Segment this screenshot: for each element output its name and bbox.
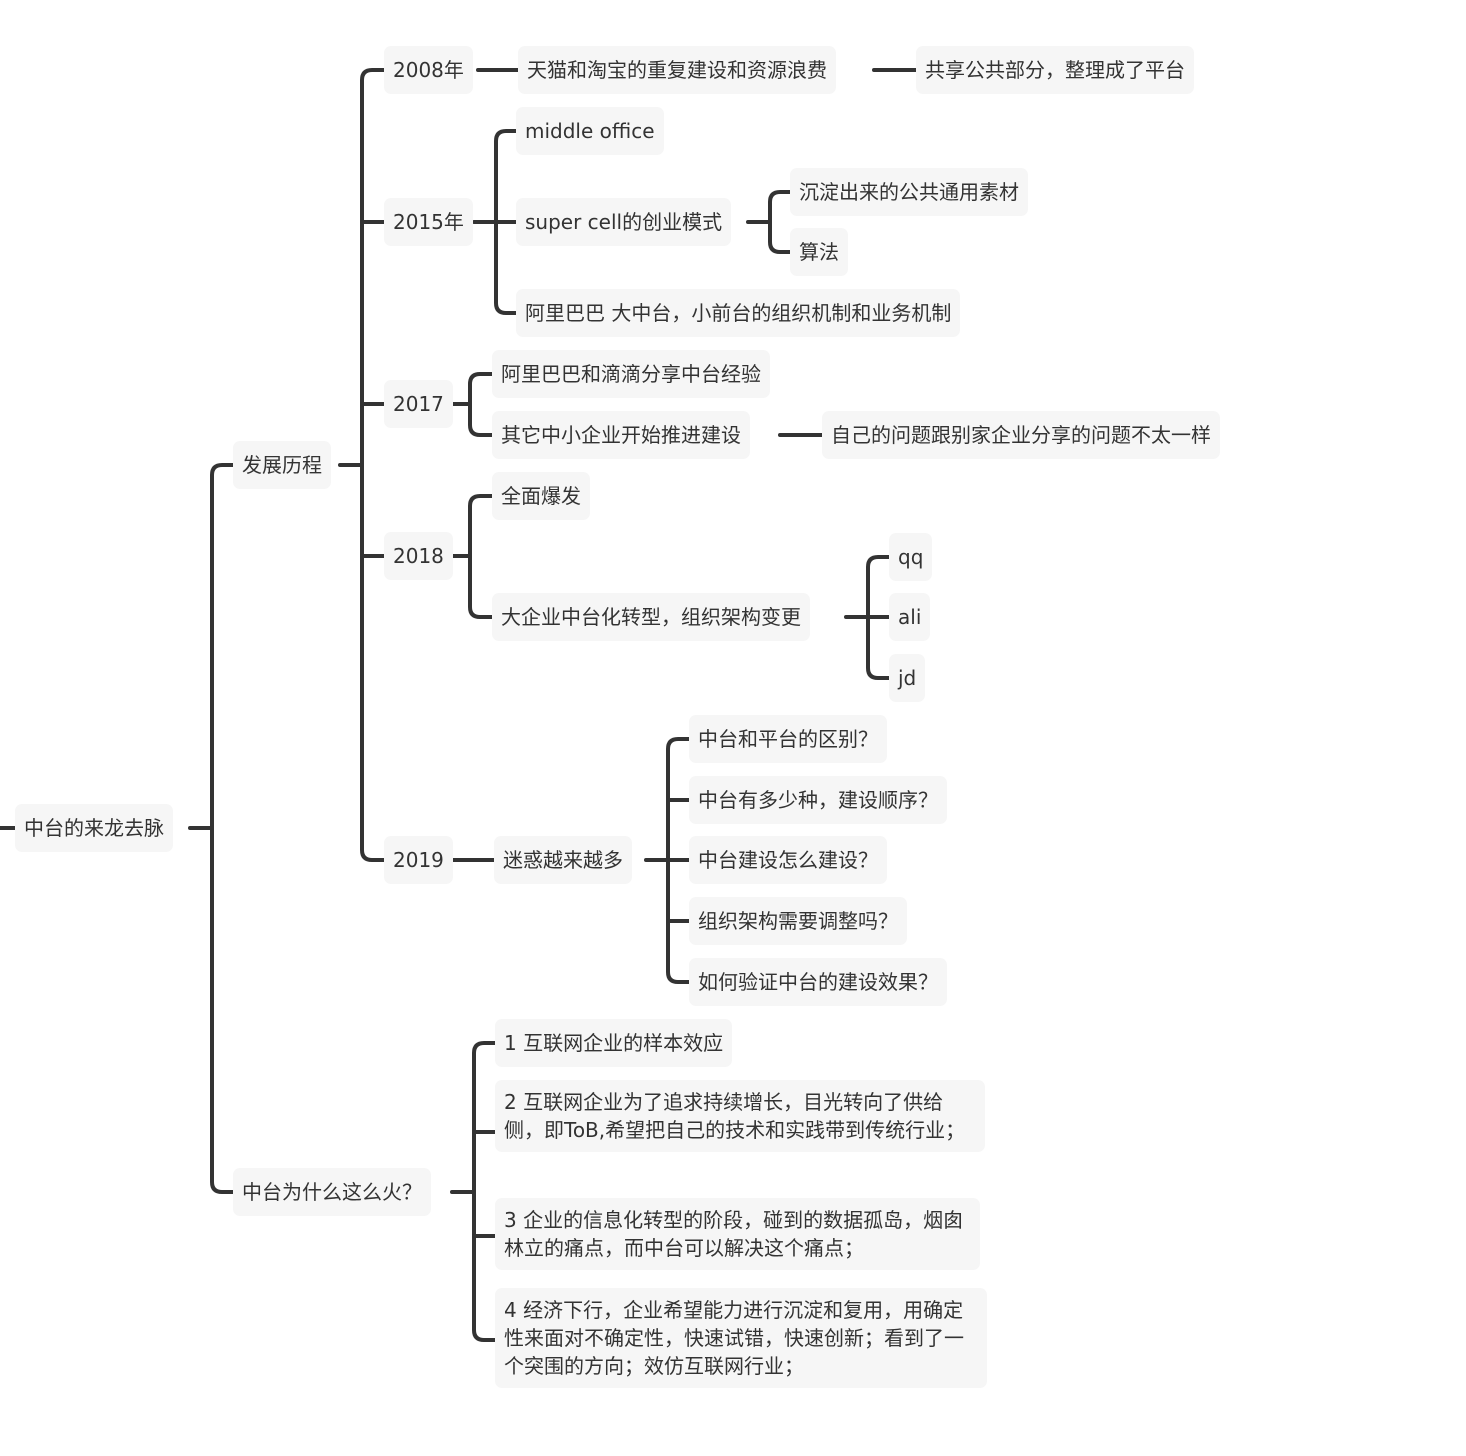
- topic-reason[interactable]: 1 互联网企业的样本效应: [495, 1019, 733, 1067]
- topic-2019-question[interactable]: 中台有多少种，建设顺序？: [689, 776, 947, 824]
- topic-2015-algorithm[interactable]: 算法: [790, 228, 848, 276]
- topic-year-2018[interactable]: 2018: [384, 532, 453, 580]
- topic-2018-ali[interactable]: ali: [889, 593, 931, 641]
- topic-2018-explode[interactable]: 全面爆发: [492, 472, 590, 520]
- topic-year-2017[interactable]: 2017: [384, 380, 453, 428]
- topic-2015-alibaba[interactable]: 阿里巴巴 大中台，小前台的组织机制和业务机制: [516, 289, 961, 337]
- topic-history[interactable]: 发展历程: [233, 441, 331, 489]
- topic-2017-share[interactable]: 阿里巴巴和滴滴分享中台经验: [492, 350, 770, 398]
- root-topic[interactable]: 中台的来龙去脉: [15, 804, 173, 852]
- topic-why-popular[interactable]: 中台为什么这么火？: [233, 1168, 431, 1216]
- topic-2019-confused[interactable]: 迷惑越来越多: [494, 836, 632, 884]
- topic-2018-jd[interactable]: jd: [889, 654, 926, 702]
- topic-2015-supercell[interactable]: super cell的创业模式: [516, 198, 732, 246]
- root-link-spine: [210, 463, 235, 1194]
- topic-reason[interactable]: 2 互联网企业为了追求持续增长，目光转向了供给侧，即ToB,希望把自己的技术和实…: [495, 1080, 985, 1152]
- topic-2015-middle-office[interactable]: middle office: [516, 107, 664, 155]
- history-link-spine: [360, 68, 386, 862]
- topic-2018-transform[interactable]: 大企业中台化转型，组织架构变更: [492, 593, 810, 641]
- topic-2019-question[interactable]: 如何验证中台的建设效果？: [689, 958, 947, 1006]
- topic-2015-common-materials[interactable]: 沉淀出来的公共通用素材: [790, 168, 1028, 216]
- topic-year-2019[interactable]: 2019: [384, 836, 453, 884]
- link-why-spine: [472, 1041, 497, 1342]
- topic-2019-question[interactable]: 中台建设怎么建设？: [689, 836, 887, 884]
- topic-reason[interactable]: 4 经济下行，企业希望能力进行沉淀和复用，用确定性来面对不确定性，快速试错，快速…: [495, 1288, 987, 1388]
- topic-2008-platform[interactable]: 共享公共部分，整理成了平台: [916, 46, 1194, 94]
- topic-year-2015[interactable]: 2015年: [384, 198, 473, 246]
- topic-year-2008[interactable]: 2008年: [384, 46, 473, 94]
- topic-2008-duplication[interactable]: 天猫和淘宝的重复建设和资源浪费: [518, 46, 836, 94]
- topic-2019-question[interactable]: 中台和平台的区别？: [689, 715, 887, 763]
- topic-2017-different[interactable]: 自己的问题跟别家企业分享的问题不太一样: [822, 411, 1220, 459]
- link-2017-spine: [468, 372, 494, 437]
- topic-2019-question[interactable]: 组织架构需要调整吗？: [689, 897, 907, 945]
- link-supercell-spine: [768, 190, 792, 254]
- topic-2018-qq[interactable]: qq: [889, 533, 933, 581]
- link-2018-spine: [468, 494, 494, 619]
- topic-reason[interactable]: 3 企业的信息化转型的阶段，碰到的数据孤岛，烟囱林立的痛点，而中台可以解决这个痛…: [495, 1198, 980, 1270]
- topic-2017-others[interactable]: 其它中小企业开始推进建设: [492, 411, 750, 459]
